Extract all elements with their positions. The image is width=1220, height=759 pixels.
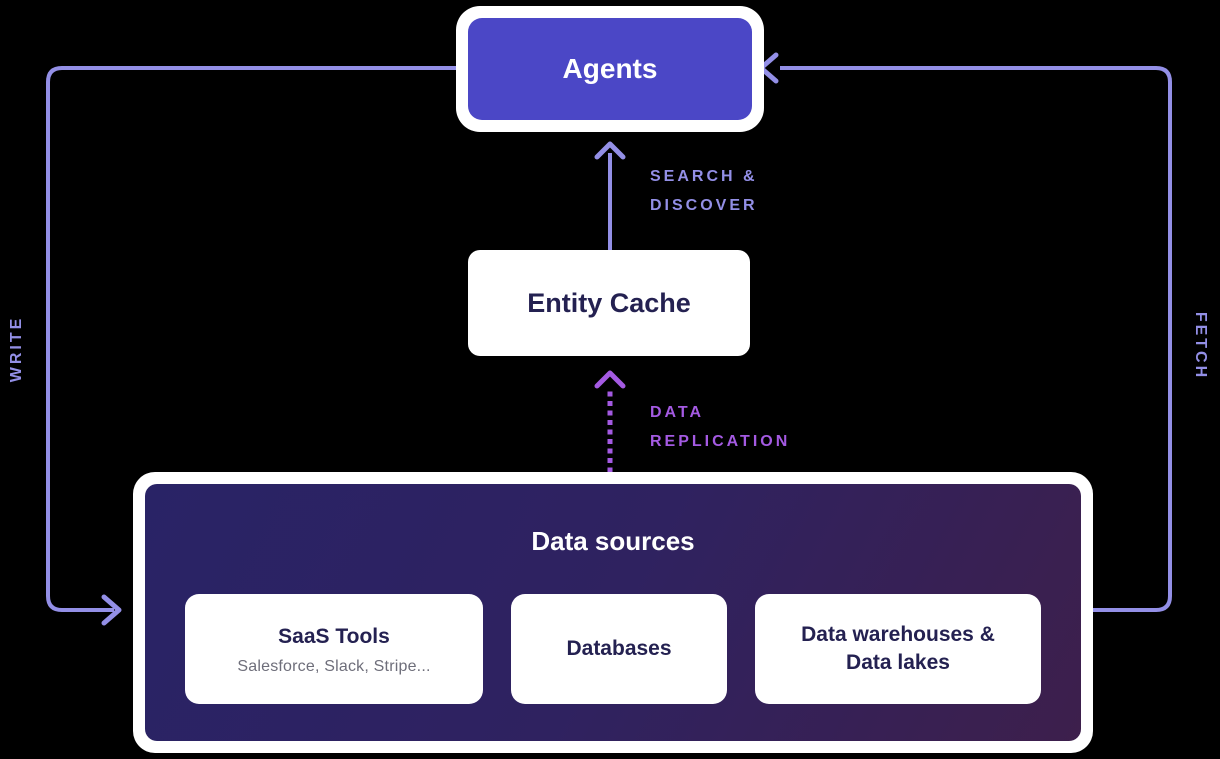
data-sources-title: Data sources (531, 526, 695, 556)
search-arrowhead-icon (594, 141, 626, 160)
data-sources-panel-body: Data sources SaaS Tools Salesforce, Slac… (145, 484, 1081, 741)
replication-arrowhead-icon (594, 370, 626, 389)
data-replication-label-line1: DATA (650, 404, 705, 421)
write-label: WRITE (8, 315, 25, 383)
card-saas-tools-title: SaaS Tools (278, 624, 390, 648)
entity-cache-node: Entity Cache (468, 250, 750, 356)
card-saas-tools-subtitle: Salesforce, Slack, Stripe... (237, 657, 431, 675)
agents-node: Agents (456, 6, 764, 132)
search-discover-label: SEARCH & DISCOVER (650, 162, 758, 220)
search-discover-label-line1: SEARCH & (650, 168, 758, 185)
agents-node-label: Agents (562, 53, 658, 84)
data-replication-label: DATA REPLICATION (650, 398, 790, 456)
card-databases-title: Databases (566, 637, 672, 660)
card-data-warehouses-title: Data warehouses & Data lakes (801, 623, 995, 674)
fetch-label: FETCH (1192, 311, 1209, 381)
write-arrowhead-icon (101, 594, 122, 626)
data-replication-label-line2: REPLICATION (650, 433, 791, 450)
data-sources-panel: Data sources SaaS Tools Salesforce, Slac… (133, 472, 1093, 753)
card-saas-tools: SaaS Tools Salesforce, Slack, Stripe... (185, 594, 483, 704)
entity-cache-node-label: Entity Cache (527, 287, 691, 318)
card-data-warehouses: Data warehouses & Data lakes (755, 594, 1041, 704)
card-databases: Databases (511, 594, 727, 704)
agents-node-box: Agents (468, 18, 752, 120)
search-discover-label-line2: DISCOVER (650, 197, 758, 214)
